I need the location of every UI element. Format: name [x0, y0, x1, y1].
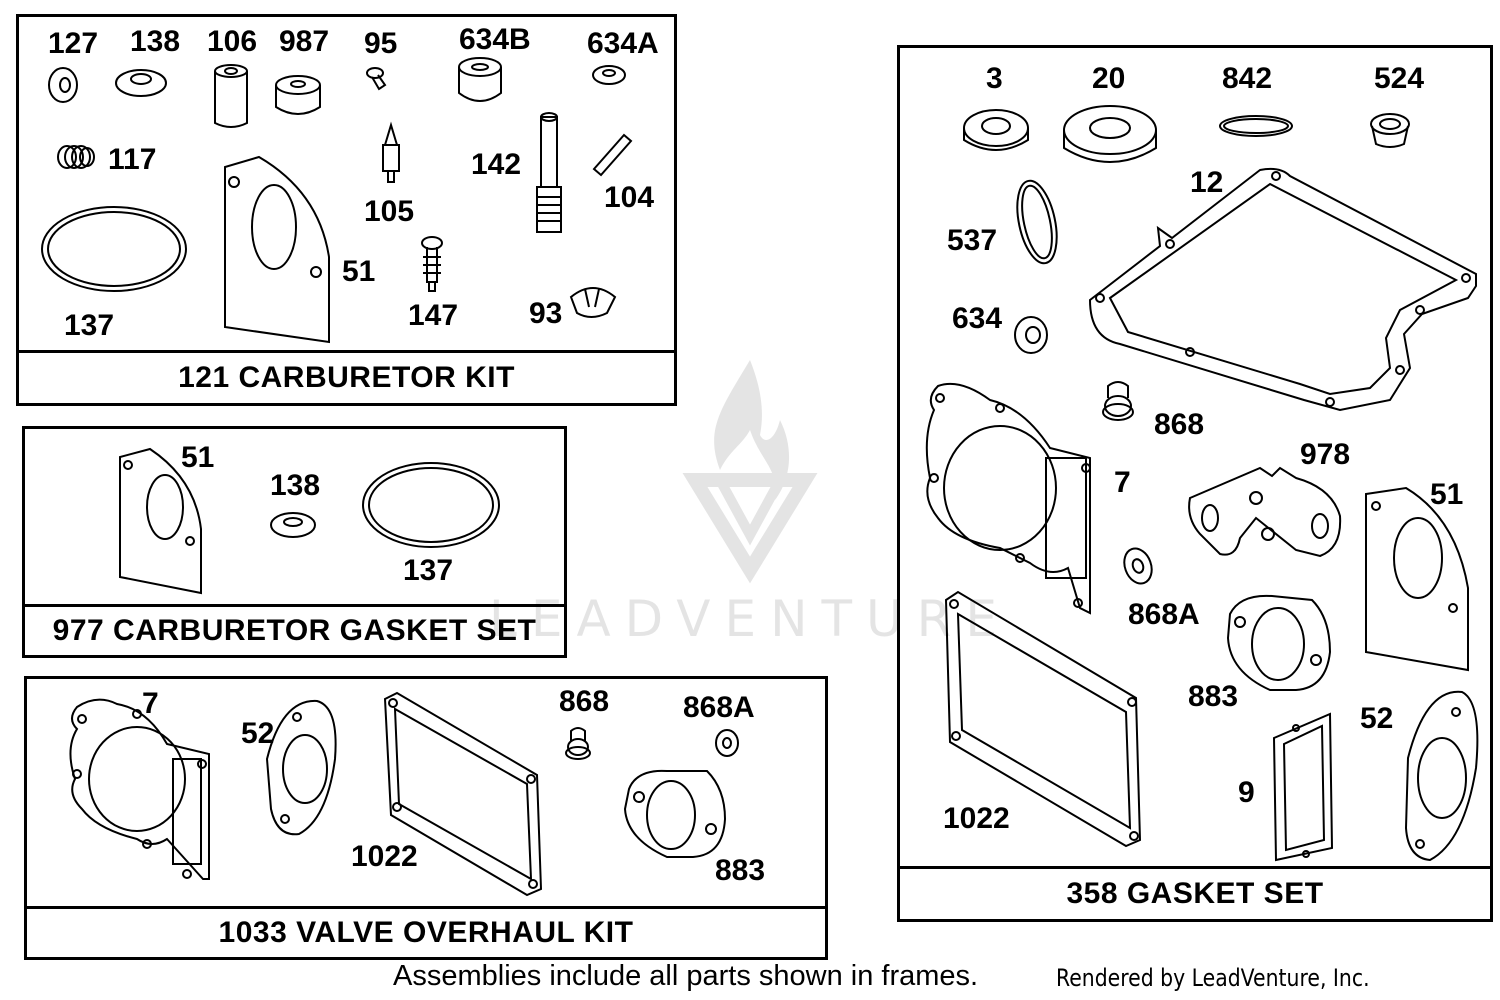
part-1022-cover-gasket-icon — [946, 592, 1140, 846]
gasket-set-parts — [900, 48, 1490, 870]
label-868: 868 — [559, 685, 610, 718]
part-104-pin-icon — [594, 135, 631, 175]
part-106-sleeve-icon — [215, 65, 247, 127]
part-93-cap-icon — [571, 288, 615, 317]
frame-carburetor-gasket-set: 51 138 137 977 CARBURETOR GASKET SET — [22, 426, 567, 658]
label-147: 147 — [408, 299, 459, 332]
label-95: 95 — [364, 27, 398, 60]
part-883-flange-gasket-icon — [1228, 596, 1330, 690]
label-1022: 1022 — [351, 840, 418, 873]
part-117-spring-icon — [58, 146, 94, 168]
part-868a-washer-icon — [716, 730, 738, 756]
label-537: 537 — [947, 224, 998, 257]
part-7-head-gasket-icon — [70, 700, 209, 879]
part-51-gasket-plate-icon — [1366, 488, 1468, 670]
part-1022-cover-gasket-icon — [385, 693, 541, 895]
gasket-set-title: 358 GASKET SET — [900, 866, 1490, 919]
part-12-crankcase-gasket-icon — [1090, 169, 1476, 410]
label-987: 987 — [279, 25, 330, 58]
label-978: 978 — [1300, 438, 1351, 471]
part-127-washer-icon — [49, 68, 77, 102]
label-868a: 868A — [1128, 598, 1200, 631]
part-868-plug-icon — [566, 728, 590, 759]
label-51: 51 — [342, 255, 376, 288]
label-106: 106 — [207, 25, 258, 58]
part-7-head-gasket-icon — [927, 384, 1090, 613]
carburetor-kit-title: 121 CARBURETOR KIT — [19, 350, 674, 403]
label-20: 20 — [1092, 62, 1126, 95]
part-634-washer-icon — [1015, 317, 1047, 353]
part-868-plug-icon — [1103, 382, 1133, 420]
label-634b: 634B — [459, 23, 531, 56]
part-868a-washer-icon — [1120, 545, 1157, 588]
label-868: 868 — [1154, 408, 1205, 441]
label-51: 51 — [1430, 478, 1464, 511]
part-137-oring-icon — [363, 463, 499, 547]
label-117: 117 — [108, 143, 157, 176]
label-883: 883 — [715, 854, 766, 887]
label-9: 9 — [1238, 776, 1255, 809]
part-634a-washer-icon — [593, 66, 625, 84]
carburetor-gasket-set-parts — [25, 429, 564, 609]
label-12: 12 — [1190, 166, 1224, 199]
valve-overhaul-kit-title: 1033 VALVE OVERHAUL KIT — [27, 906, 825, 957]
part-987-seal-icon — [276, 76, 320, 114]
label-137: 137 — [403, 554, 454, 587]
frame-gasket-set: 3 20 842 524 12 537 634 868 7 978 51 868… — [897, 45, 1493, 922]
part-138-washer-icon — [271, 513, 315, 537]
part-51-gasket-plate-icon — [225, 157, 329, 342]
label-52: 52 — [1360, 702, 1394, 735]
label-51: 51 — [181, 441, 215, 474]
footer-note: Assemblies include all parts shown in fr… — [393, 960, 979, 992]
label-7: 7 — [142, 687, 159, 720]
label-142: 142 — [471, 148, 522, 181]
label-93: 93 — [529, 297, 563, 330]
frame-carburetor-kit: 127 138 106 987 95 634B 634A 117 142 104… — [16, 14, 677, 406]
carburetor-kit-parts — [19, 17, 674, 353]
label-3: 3 — [986, 62, 1003, 95]
label-104: 104 — [604, 181, 655, 214]
part-142-tube-icon — [537, 113, 561, 232]
part-3-seal-icon — [964, 110, 1028, 150]
part-537-oring-icon — [1011, 177, 1064, 267]
part-634b-bushing-icon — [459, 58, 501, 101]
label-127: 127 — [48, 27, 99, 60]
part-524-plug-icon — [1371, 114, 1409, 147]
part-51-gasket-plate-icon — [120, 449, 201, 593]
part-95-screw-icon — [367, 68, 385, 89]
part-105-needle-icon — [383, 125, 399, 182]
label-524: 524 — [1374, 62, 1425, 95]
label-105: 105 — [364, 195, 415, 228]
part-52-intake-gasket-icon — [267, 701, 336, 834]
label-52: 52 — [241, 717, 275, 750]
label-842: 842 — [1222, 62, 1273, 95]
label-138: 138 — [270, 469, 321, 502]
label-1022: 1022 — [943, 802, 1010, 835]
label-868a: 868A — [683, 691, 755, 724]
part-138-washer-icon — [116, 70, 166, 96]
valve-overhaul-kit-parts — [27, 679, 825, 909]
part-883-flange-gasket-icon — [625, 771, 725, 857]
part-137-oring-icon — [42, 207, 186, 291]
part-978-bracket-icon — [1189, 468, 1340, 556]
carburetor-gasket-set-title: 977 CARBURETOR GASKET SET — [25, 604, 564, 655]
label-7: 7 — [1114, 466, 1131, 499]
part-842-oring-icon — [1220, 116, 1292, 136]
part-9-breather-gasket-icon — [1274, 714, 1332, 860]
label-883: 883 — [1188, 680, 1239, 713]
part-52-intake-gasket-icon — [1406, 692, 1477, 860]
label-137: 137 — [64, 309, 115, 342]
label-634a: 634A — [587, 27, 659, 60]
part-147-screw-icon — [422, 237, 442, 291]
footer-credit: Rendered by LeadVenture, Inc. — [1056, 964, 1370, 992]
label-138: 138 — [130, 25, 181, 58]
part-20-seal-icon — [1064, 106, 1156, 162]
label-634: 634 — [952, 302, 1003, 335]
frame-valve-overhaul-kit: 7 52 868 868A 1022 883 1033 VALVE OVERHA… — [24, 676, 828, 960]
